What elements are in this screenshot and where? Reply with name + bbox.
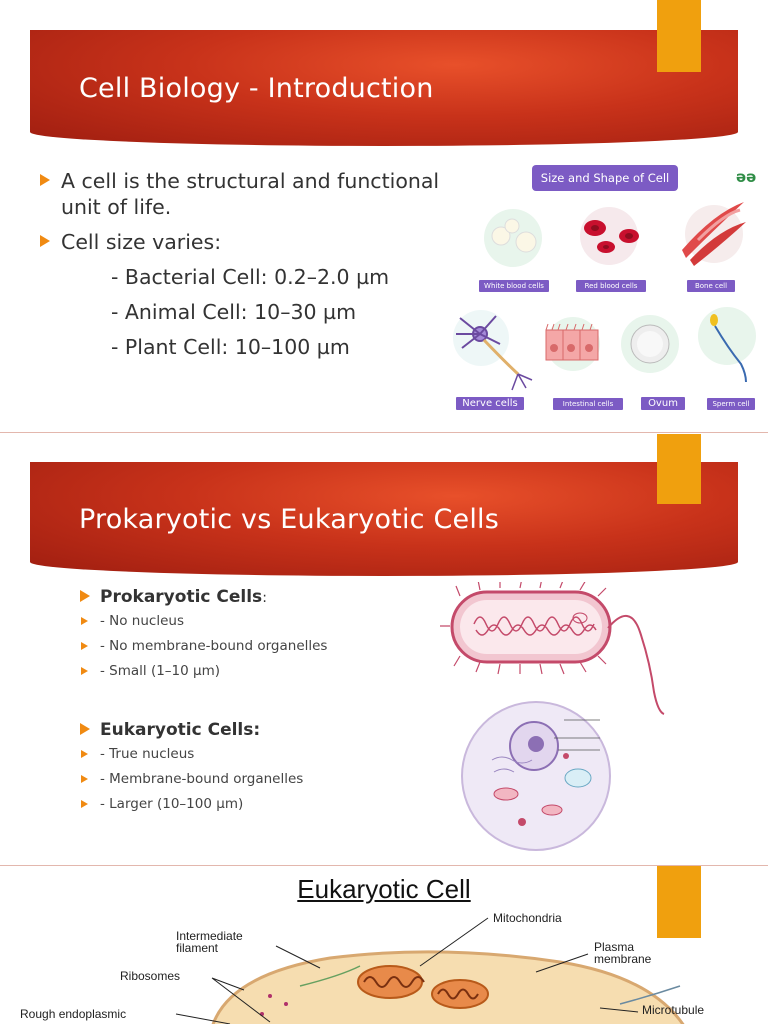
label-ribosomes: Ribosomes [120, 969, 181, 983]
list-item: - No membrane-bound organelles [80, 634, 327, 659]
slide-title: Eukaryotic Cell [297, 874, 471, 904]
eukaryotic-list: Eukaryotic Cells: - True nucleus - Membr… [80, 718, 303, 817]
ovum-image [621, 315, 679, 373]
bullet-arrow-icon [80, 723, 90, 735]
label-intestinal-cells: Intestinal cells [553, 398, 623, 410]
bullet-arrow-icon [81, 775, 88, 783]
list-item-text: - Small (1–10 µm) [100, 663, 221, 679]
list-item-text: - Membrane-bound organelles [100, 771, 304, 787]
bullet-arrow-icon [40, 235, 50, 247]
eukaryotic-cell-diagram [175, 917, 685, 1024]
bullet-arrow-icon [40, 174, 50, 186]
list-item: - No nucleus [80, 609, 327, 634]
slide-divider [0, 865, 768, 866]
brand-logo: ǝǝ [736, 168, 757, 186]
slide-title: Cell Biology - Introduction [79, 72, 434, 104]
nerve-cell-image [453, 310, 533, 391]
bullet-size: Cell size varies: [40, 229, 480, 255]
eukaryotic-heading: Eukaryotic Cells: [80, 718, 303, 742]
heading-text: Prokaryotic Cells [100, 587, 263, 607]
cell-diagrams [440, 582, 665, 851]
list-item: - True nucleus [80, 742, 303, 767]
accent-tab [657, 434, 701, 504]
prokaryotic-cell-image [440, 582, 665, 715]
slide-cell-biology-intro: Cell Biology - Introduction A cell is th… [0, 0, 768, 432]
heading-text: Eukaryotic Cells: [100, 720, 261, 740]
label-filament: filament [176, 941, 219, 955]
intro-bullets: A cell is the structural and functional … [40, 168, 480, 360]
label-red-blood-cells: Red blood cells [576, 280, 646, 292]
label-leader-lines [175, 917, 639, 1024]
slide-eukaryotic-cell: Eukaryotic Cell Intermediate filament Ri… [0, 866, 768, 1024]
slide-prokaryotic-vs-eukaryotic: Prokaryotic vs Eukaryotic Cells Prokaryo… [0, 434, 768, 864]
label-plasma: Plasma [594, 940, 635, 954]
label-nerve-cells: Nerve cells [456, 397, 524, 410]
list-item: - Larger (10–100 µm) [80, 792, 303, 817]
label-white-blood-cells: White blood cells [479, 280, 549, 292]
cell-illustrations [453, 202, 756, 391]
bullet-text: A cell is the structural and functional … [61, 169, 440, 219]
size-item: - Bacterial Cell: 0.2–2.0 µm [111, 265, 390, 289]
list-item-text: - True nucleus [100, 746, 195, 762]
slide-divider [0, 432, 768, 433]
bullet-arrow-icon [80, 590, 90, 602]
white-blood-cell-image [484, 209, 542, 267]
mitochondria-image [357, 965, 489, 1009]
label-bone-cell: Bone cell [687, 280, 735, 292]
list-item: - Membrane-bound organelles [80, 767, 303, 792]
bullet-arrow-icon [81, 642, 88, 650]
intestinal-cell-image [545, 317, 600, 371]
cell-body-image [211, 950, 685, 1024]
label-ovum: Ovum [641, 397, 685, 410]
label-rough-er: Rough endoplasmic [20, 1007, 127, 1021]
bullet-definition: A cell is the structural and functional … [40, 168, 480, 220]
label-mitochondria: Mitochondria [493, 911, 562, 925]
title-banner: Prokaryotic vs Eukaryotic Cells [30, 462, 738, 576]
list-item-text: - No membrane-bound organelles [100, 638, 328, 654]
slide-title: Prokaryotic vs Eukaryotic Cells [79, 503, 500, 535]
bullet-arrow-icon [81, 667, 88, 675]
size-item: - Animal Cell: 10–30 µm [111, 300, 357, 324]
heading-colon: : [262, 590, 267, 606]
list-item-text: - No nucleus [100, 613, 184, 629]
bone-cell-image [682, 202, 746, 266]
list-item: - Small (1–10 µm) [80, 659, 327, 684]
prokaryotic-heading: Prokaryotic Cells: [80, 585, 327, 609]
bullet-text: Cell size varies: [61, 230, 222, 254]
bullet-arrow-icon [81, 617, 88, 625]
label-sperm-cell: Sperm cell [707, 398, 755, 410]
label-intermediate: Intermediate [176, 929, 243, 943]
bullet-arrow-icon [81, 800, 88, 808]
eukaryotic-cell-image [461, 701, 611, 851]
accent-tab [657, 0, 701, 72]
bullet-arrow-icon [81, 750, 88, 758]
sperm-cell-image [698, 307, 756, 383]
accent-tab [657, 866, 701, 938]
title-banner: Cell Biology - Introduction [30, 30, 738, 146]
prokaryotic-list: Prokaryotic Cells: - No nucleus - No mem… [80, 585, 327, 684]
figure-heading: Size and Shape of Cell [532, 165, 678, 191]
list-item-text: - Larger (10–100 µm) [100, 796, 244, 812]
label-membrane: membrane [594, 952, 652, 966]
red-blood-cell-image [580, 207, 639, 265]
label-microtubule: Microtubule [642, 1003, 705, 1017]
cell-shapes-figure: Size and Shape of Cell ǝǝ [446, 158, 766, 416]
size-item: - Plant Cell: 10–100 µm [111, 335, 350, 359]
